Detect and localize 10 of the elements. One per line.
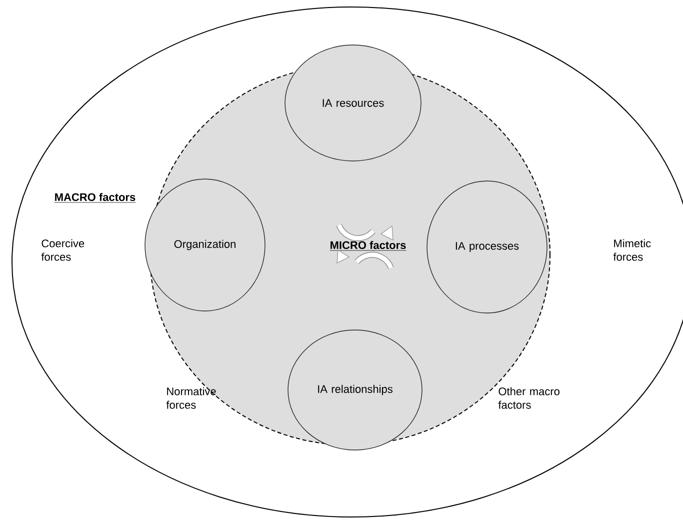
node-label: IA processes — [456, 242, 519, 252]
node-label: IA relationships — [318, 384, 392, 396]
node-label: Organization — [174, 240, 236, 250]
label: Normative forces — [166, 387, 216, 409]
node-label: IA resources — [322, 99, 384, 107]
heading: MICRO factors — [330, 240, 406, 251]
label: Other macro factors — [498, 387, 560, 409]
heading: MACRO factors — [54, 192, 136, 203]
label: Mimetic forces — [613, 239, 651, 261]
label: Coercive forces — [41, 239, 84, 261]
